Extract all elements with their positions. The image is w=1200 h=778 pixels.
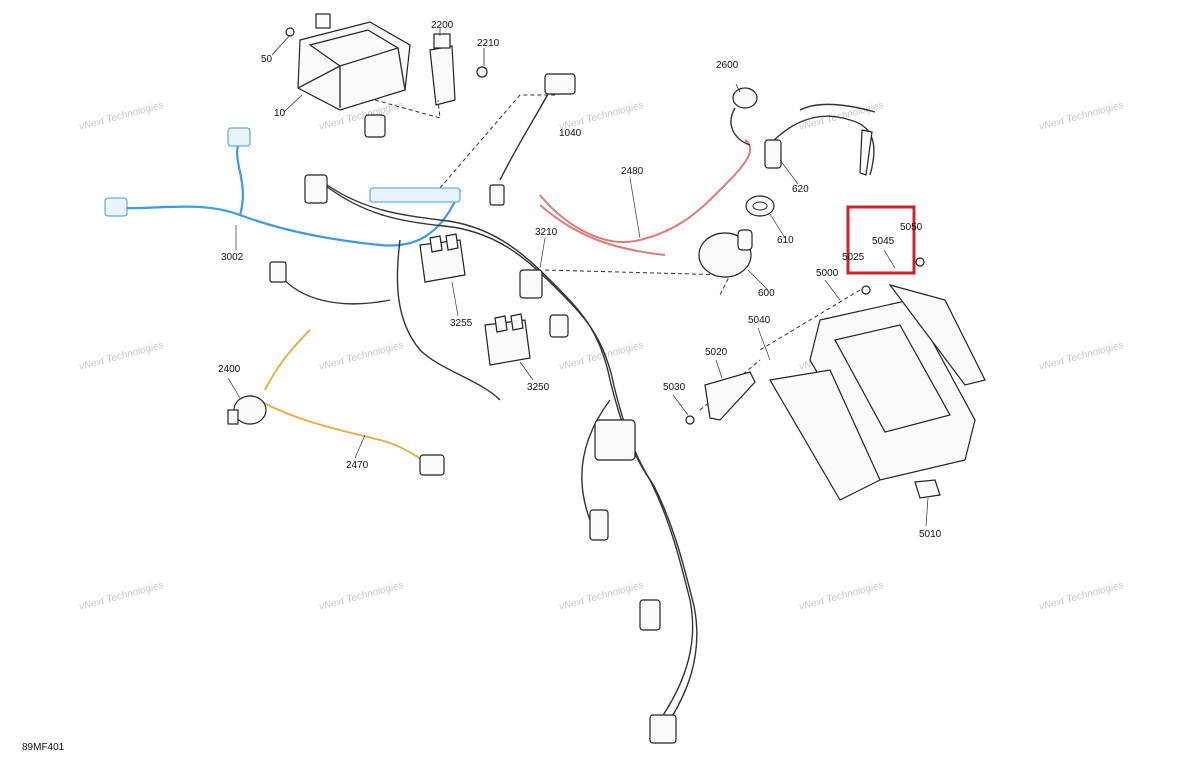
figure-code: 89MF401 xyxy=(22,742,65,753)
callout-5020: 5020 xyxy=(705,347,728,358)
bracket-part-5020 xyxy=(685,371,756,425)
callout-leaders xyxy=(227,159,929,527)
callout-3210: 3210 xyxy=(535,227,558,238)
callout-3002: 3002 xyxy=(221,252,244,263)
watermark: vNext Technologies xyxy=(1038,100,1125,133)
switch-part-2400 xyxy=(227,395,445,476)
watermark: vNext Technologies xyxy=(318,580,405,613)
callout-5050: 5050 xyxy=(900,222,923,233)
callout-5040: 5040 xyxy=(748,315,771,326)
switch-part-3250 xyxy=(484,313,531,366)
watermark: vNext Technologies xyxy=(798,580,885,613)
key-switch-part-2600 xyxy=(730,83,758,146)
watermark: vNext Technologies xyxy=(78,100,165,133)
callout-610: 610 xyxy=(777,235,794,246)
watermark: vNext Technologies xyxy=(558,580,645,613)
callout-2210: 2210 xyxy=(477,38,500,49)
fuse-box-part-10 xyxy=(271,13,411,113)
sensor-part-2200 xyxy=(429,28,488,106)
watermark: vNext Technologies xyxy=(1038,340,1125,373)
callout-10: 10 xyxy=(274,108,286,119)
callout-2400: 2400 xyxy=(218,364,241,375)
callout-5000: 5000 xyxy=(816,268,839,279)
callout-3250: 3250 xyxy=(527,382,550,393)
harness-3002 xyxy=(104,127,462,247)
callout-3255: 3255 xyxy=(450,318,473,329)
callout-labels: 50 10 2200 2210 1040 2600 620 610 600 24… xyxy=(218,20,942,540)
watermark: vNext Technologies xyxy=(318,340,405,373)
callout-5025: 5025 xyxy=(842,252,865,263)
callout-620: 620 xyxy=(792,184,809,195)
callout-2470: 2470 xyxy=(346,460,369,471)
ecu-part-5000 xyxy=(769,257,986,501)
watermark: vNext Technologies xyxy=(78,340,165,373)
harness-2470 xyxy=(249,329,426,463)
highlight-box xyxy=(846,205,916,275)
lanyard-part-620 xyxy=(764,103,876,176)
callout-600: 600 xyxy=(758,288,775,299)
callout-5030: 5030 xyxy=(663,382,686,393)
callout-5045: 5045 xyxy=(872,236,895,247)
watermark: vNext Technologies xyxy=(78,580,165,613)
main-harness xyxy=(269,73,698,744)
ignition-part-600 xyxy=(698,229,753,278)
seal-part-610 xyxy=(745,195,775,217)
callout-2600: 2600 xyxy=(716,60,739,71)
watermark: vNext Technologies xyxy=(1038,580,1125,613)
callout-2200: 2200 xyxy=(431,20,454,31)
callout-1040: 1040 xyxy=(559,128,582,139)
callout-5010: 5010 xyxy=(919,529,942,540)
callout-2480: 2480 xyxy=(621,166,644,177)
switch-part-3255 xyxy=(419,233,466,283)
harness-2480 xyxy=(539,139,752,256)
callout-50: 50 xyxy=(261,54,273,65)
